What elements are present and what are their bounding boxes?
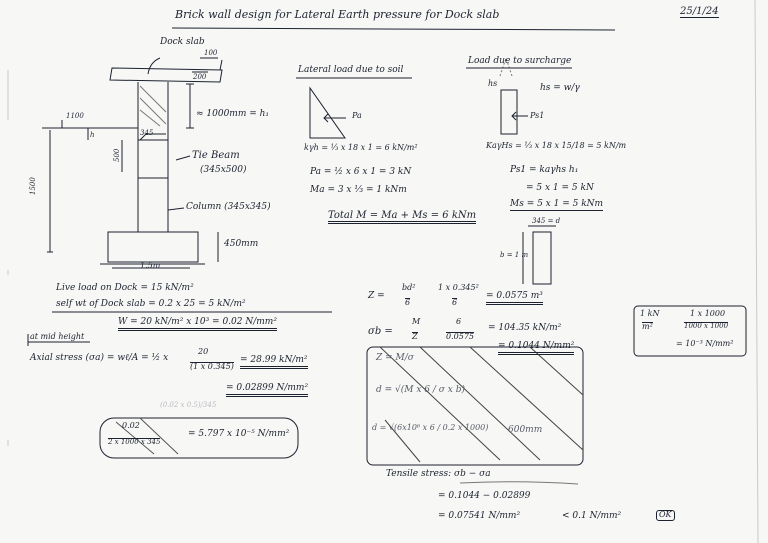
ok-badge: OK — [656, 510, 675, 521]
tensile-line2: = 0.07541 N/mm² — [438, 511, 521, 521]
mid-height-heading: at mid height — [30, 332, 85, 341]
tensile-heading: Tensile stress: σb − σa — [386, 469, 491, 479]
sigma-mm: = 0.1044 N/mm² — [498, 341, 575, 355]
page-title: Brick wall design for Lateral Earth pres… — [175, 8, 500, 21]
crossed-d2: d = √(6x10⁶ x 6 / 0.2 x 1000) — [372, 423, 489, 432]
tie-beam-size: (345x500) — [200, 165, 247, 175]
z-frac2-top: 1 x 0.345² — [438, 283, 479, 292]
self-weight: self wt of Dock slab = 0.2 x 25 = 5 kN/m… — [56, 299, 246, 309]
tie-beam-label: Tie Beam — [192, 150, 240, 161]
tensile-compare: < 0.1 N/mm² — [562, 511, 622, 521]
crossed-z: Z = M/σ — [376, 353, 414, 363]
conv-bot2: 1000 x 1000 — [684, 322, 729, 330]
dim-1500: 1500 — [29, 177, 37, 195]
pa-label: Pa — [352, 111, 362, 120]
sigma-frac2-bot: 0.0575 — [446, 332, 474, 341]
crossed-result: 600mm — [508, 425, 543, 435]
dock-slab-label: Dock slab — [160, 37, 205, 47]
sigma-lhs: σb = — [368, 326, 393, 337]
ma-value: Ma = 3 x ⅓ = 1 kNm — [310, 185, 407, 195]
z-frac2-bot: 6 — [452, 298, 458, 307]
footing-depth: 450mm — [224, 239, 259, 249]
axial-stress-mm: = 0.02899 N/mm² — [226, 383, 309, 397]
ps-value: = 5 x 1 = 5 kN — [526, 183, 594, 193]
section-depth-label: 345 = d — [532, 217, 561, 225]
lateral-soil-heading: Lateral load due to soil — [298, 65, 404, 75]
h1-label: ≈ 1000mm = h₁ — [196, 109, 270, 119]
dim-h: h — [90, 131, 95, 139]
z-result: = 0.0575 m³ — [486, 291, 543, 305]
axial-frac-top: 20 — [198, 347, 209, 356]
conv-top2: 1 x 1000 — [690, 309, 726, 318]
total-load: W = 20 kN/m² x 10³ = 0.02 N/mm² — [118, 317, 277, 331]
z-frac1-bot: 6 — [405, 298, 411, 307]
pa-value: Pa = ½ x 6 x 1 = 3 kN — [310, 167, 412, 177]
axial-frac-bot: (1 x 0.345) — [190, 362, 234, 371]
dim-500: 500 — [113, 148, 121, 162]
sigma-frac1-top: M — [412, 317, 421, 326]
axial-stress-result: = 28.99 kN/m² — [240, 355, 308, 369]
ms-value: Ms = 5 x 1 = 5 kNm — [510, 199, 604, 211]
conv-result: = 10⁻³ N/mm² — [676, 339, 734, 348]
conv-bot: m² — [642, 322, 653, 331]
hs-label: hs — [488, 79, 498, 88]
axial-stress-lhs: Axial stress (σa) = wℓ/A = ½ x — [30, 353, 169, 363]
z-frac1-top: bd² — [402, 283, 416, 292]
crossed-d: d = √(M x 6 / σ x b) — [376, 385, 465, 395]
tensile-line1: = 0.1044 − 0.02899 — [438, 491, 531, 501]
surcharge-pressure-line: KaγHs = ⅓ x 18 x 15/18 = 5 kN/m — [486, 141, 627, 150]
sigma-frac1-bot: Z — [412, 332, 418, 341]
dim-1100: 1100 — [66, 112, 84, 120]
ps-line: Ps1 = kaγhs h₁ — [510, 165, 579, 175]
hs-formula: hs = w/γ — [540, 83, 580, 93]
surcharge-heading: Load due to surcharge — [468, 56, 572, 66]
column-label: Column (345x345) — [186, 202, 271, 212]
dim-100: 100 — [204, 49, 218, 57]
footing-width: 1.5m — [140, 261, 161, 270]
sigma-frac2-top: 6 — [456, 317, 462, 326]
section-width-label: b = 1 m — [500, 251, 529, 259]
total-moment: Total M = Ma + Ms = 6 kNm — [328, 210, 477, 224]
live-load: Live load on Dock = 15 kN/m² — [56, 283, 194, 293]
box-frac-top: 0.02 — [122, 421, 140, 430]
dim-345: 345 — [140, 129, 154, 137]
dim-200: 200 — [193, 73, 207, 81]
conv-top: 1 kN — [640, 309, 660, 318]
faint-note: (0.02 x 0.5)/345 — [160, 401, 217, 409]
z-lhs: Z = — [368, 291, 385, 301]
sigma-result: = 104.35 kN/m² — [488, 323, 562, 333]
box-frac-bot: 2 x 1000 x 345 — [108, 438, 161, 446]
box-result: = 5.797 x 10⁻⁵ N/mm² — [188, 429, 290, 439]
soil-pressure-line: kγh = ⅓ x 18 x 1 = 6 kN/m² — [304, 143, 418, 152]
page-date: 25/1/24 — [680, 6, 719, 18]
ps1-label: Ps1 — [530, 111, 545, 120]
